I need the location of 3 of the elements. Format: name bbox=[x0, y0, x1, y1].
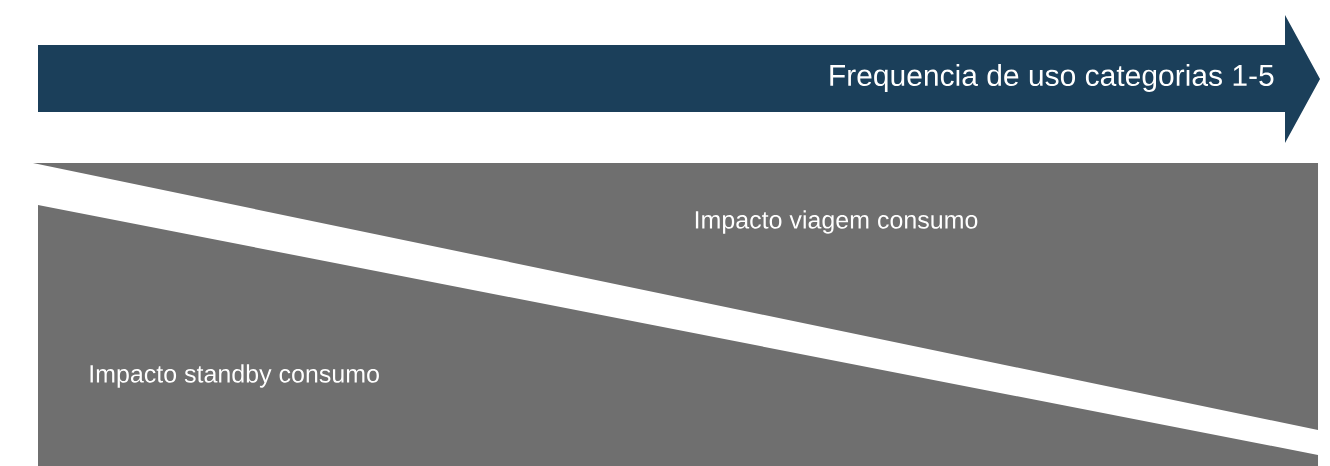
arrow-band: Frequencia de uso categorias 1-5 bbox=[38, 15, 1320, 143]
node-label: Impacto viagem consumo bbox=[695, 210, 978, 234]
node-label: Impacto standby consumo bbox=[90, 364, 379, 388]
